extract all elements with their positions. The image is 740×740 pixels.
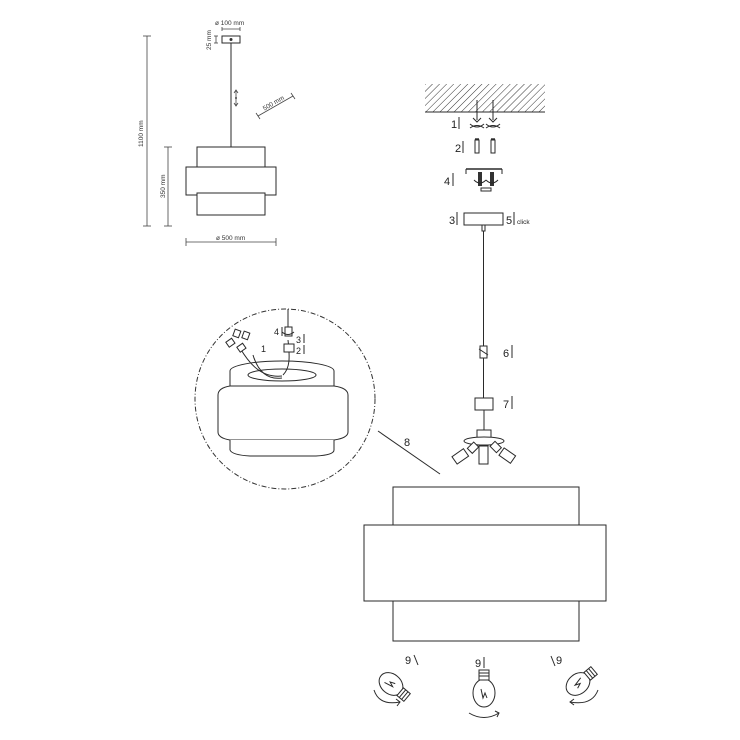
screws-icon [474,138,496,154]
shade-top-ring [392,486,580,528]
rotate-arrow-right-icon [569,689,599,704]
inset-step-3: 3 [296,335,301,345]
step-2-label: 2 [455,143,461,155]
step-4-label: 4 [444,176,450,188]
step-9a-label: 9 [405,655,411,667]
ceiling-mount-assembly: 1 2 4 3 5 click [425,84,545,465]
mounting-bracket [465,168,503,192]
cable-length-label: 500 mm [262,95,286,113]
shade-height-label: 350 mm [160,175,167,198]
step-6-label: 6 [503,348,509,360]
shade-large [363,486,607,642]
shade-diameter-label: ø 500 mm [216,235,245,242]
shade-bottom-ring [392,600,580,642]
drill-icon [469,100,501,129]
rotate-arrow-center-icon [468,712,500,718]
top-height-label: 25 mm [206,30,213,50]
click-label: click [517,219,530,226]
step-8-label: 8 [404,437,410,449]
shade-middle-ring [363,524,607,602]
inset-step-1: 1 [261,344,266,354]
step-7-label: 7 [503,399,509,411]
lamp-holder-cluster [451,429,517,465]
detail-circle [194,308,376,490]
step-3-label: 3 [449,215,455,227]
ceiling [425,84,545,112]
step-9b-label: 9 [475,658,481,670]
inset-step-2: 2 [296,346,301,356]
rotate-arrow-left-icon [373,689,401,704]
shade-small [185,146,277,216]
step-5-label: 5 [506,215,512,227]
adjust-arrow-icon [233,89,239,107]
step-9c-label: 9 [556,655,562,667]
dimension-drawing: 500 mm ø 100 mm 25 mm 1100 mm 350 mm ø [138,20,296,246]
bulb-right [565,665,599,696]
detail-inset: 1 2 3 4 [194,308,376,490]
connector-block [474,397,494,411]
total-height-label: 1100 mm [138,120,145,147]
inset-step-4: 4 [274,327,279,337]
bulb-left [378,672,412,703]
top-diameter-label: ø 100 mm [215,20,244,27]
bulb-center [472,669,496,708]
step-1-label: 1 [451,119,457,131]
canopy-large [463,212,504,226]
detail-leader [377,430,441,475]
cable-length-dimension: 500 mm [255,92,296,120]
